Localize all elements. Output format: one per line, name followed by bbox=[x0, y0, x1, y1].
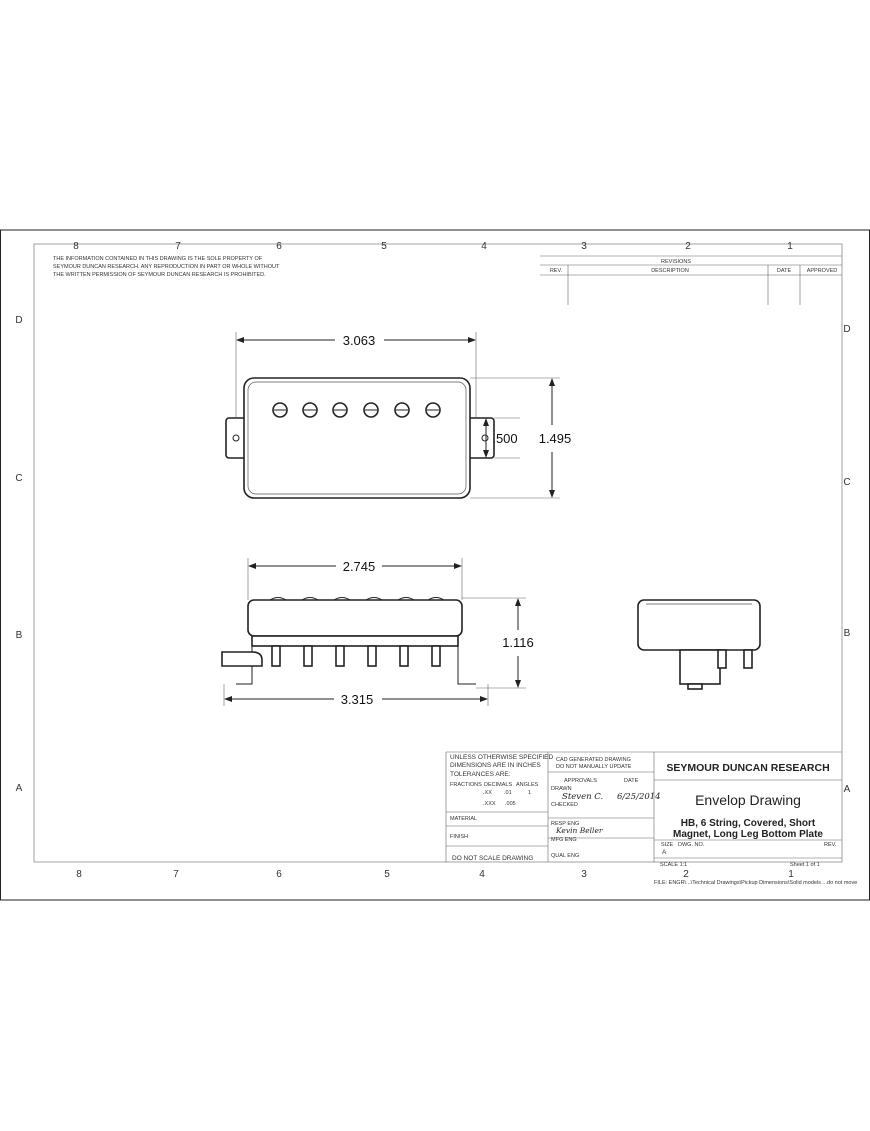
finish-label: FINISH bbox=[450, 834, 468, 840]
top-view: 3.063 1.495 .500 bbox=[225, 332, 572, 499]
tol-angle-val: 1 bbox=[528, 790, 531, 796]
zone-row: C bbox=[843, 477, 850, 488]
approvals-label: APPROVALS bbox=[564, 778, 597, 784]
side-view bbox=[637, 599, 761, 690]
scale-label: SCALE 1:1 bbox=[660, 862, 687, 868]
dim-top-width: 3.063 bbox=[343, 333, 376, 348]
drawn-label: DRAWN bbox=[551, 786, 572, 792]
zone-col: 8 bbox=[73, 241, 79, 252]
mfg-eng-label: MFG ENG bbox=[551, 837, 577, 843]
tol-xxx: .XXX bbox=[483, 801, 496, 807]
approvals-date-label: DATE bbox=[624, 778, 639, 784]
description-line1: HB, 6 String, Covered, Short bbox=[681, 818, 816, 829]
proprietary-notice: THE INFORMATION CONTAINED IN THIS DRAWIN… bbox=[53, 256, 280, 278]
mount-hole bbox=[481, 434, 489, 442]
zone-row: A bbox=[844, 784, 851, 795]
size-label: SIZE bbox=[661, 842, 674, 848]
dim-front-total-width: 3.315 bbox=[341, 692, 374, 707]
cad-line2: DO NOT MANUALLY UPDATE bbox=[556, 764, 632, 770]
zone-col: 1 bbox=[787, 241, 793, 252]
zone-row: D bbox=[843, 324, 850, 335]
sheet-label: Sheet 1 of 1 bbox=[790, 862, 820, 868]
revisions-table: REVISIONS REV. DESCRIPTION DATE APPROVED bbox=[540, 255, 842, 305]
zone-row: B bbox=[844, 628, 851, 639]
dim-front-height: 1.116 bbox=[502, 635, 534, 650]
tol-line1: UNLESS OTHERWISE SPECIFIED bbox=[450, 754, 553, 761]
company-name: SEYMOUR DUNCAN RESEARCH bbox=[666, 762, 829, 774]
size-value: A bbox=[662, 849, 667, 856]
notice-line: SEYMOUR DUNCAN RESEARCH. ANY REPRODUCTIO… bbox=[53, 264, 280, 270]
zone-col: 4 bbox=[481, 241, 487, 252]
drawing-frame bbox=[33, 243, 843, 863]
title-block: UNLESS OTHERWISE SPECIFIED DIMENSIONS AR… bbox=[445, 751, 857, 886]
file-path: FILE: ENGR\...\Technical Drawings\Pickup… bbox=[654, 880, 857, 886]
material-label: MATERIAL bbox=[450, 816, 477, 822]
zone-rows: D C B A D C B A bbox=[15, 315, 850, 795]
front-view: 2.745 1.116 3.315 bbox=[221, 558, 534, 707]
dim-tab-height: .500 bbox=[492, 431, 517, 446]
pole-pieces bbox=[272, 402, 441, 418]
zone-col: 7 bbox=[173, 869, 179, 880]
drawn-date: 6/25/2014 bbox=[617, 792, 661, 802]
zone-row: C bbox=[15, 473, 22, 484]
zone-columns-bottom: 8 7 6 5 4 3 2 1 bbox=[76, 869, 794, 880]
cad-line1: CAD GENERATED DRAWING bbox=[556, 757, 631, 763]
zone-col: 7 bbox=[175, 241, 181, 252]
zone-col: 6 bbox=[276, 869, 282, 880]
dim-top-height: 1.495 bbox=[539, 431, 572, 446]
zone-col: 3 bbox=[581, 241, 587, 252]
dwg-no-label: DWG. NO. bbox=[678, 842, 705, 848]
zone-row: A bbox=[16, 783, 23, 794]
screws bbox=[271, 645, 441, 667]
resp-eng-name: Kevin Beller bbox=[555, 826, 603, 835]
zone-row: D bbox=[15, 315, 22, 326]
zone-col: 8 bbox=[76, 869, 82, 880]
zone-col: 6 bbox=[276, 241, 282, 252]
tol-xx: .XX bbox=[483, 790, 492, 796]
zone-columns-top: 8 7 6 5 4 3 2 1 bbox=[73, 241, 793, 252]
description-line2: Magnet, Long Leg Bottom Plate bbox=[673, 829, 823, 840]
qual-eng-label: QUAL ENG bbox=[551, 853, 579, 859]
revisions-title: REVISIONS bbox=[661, 259, 691, 265]
zone-col: 2 bbox=[683, 869, 689, 880]
zone-col: 4 bbox=[479, 869, 485, 880]
zone-col: 1 bbox=[788, 869, 794, 880]
description-header: DESCRIPTION bbox=[651, 268, 689, 274]
tol-line2: DIMENSIONS ARE IN INCHES bbox=[450, 762, 541, 769]
drawing-type: Envelop Drawing bbox=[695, 792, 801, 808]
approved-header: APPROVED bbox=[807, 268, 838, 274]
zone-row: B bbox=[16, 630, 23, 641]
rev-header: REV. bbox=[550, 268, 563, 274]
no-scale-note: DO NOT SCALE DRAWING bbox=[452, 855, 533, 862]
date-header: DATE bbox=[777, 268, 792, 274]
tol-line3: TOLERANCES ARE: bbox=[450, 771, 511, 778]
tol-angles: ANGLES bbox=[516, 782, 539, 788]
rev-label: REV. bbox=[824, 842, 837, 848]
tol-xxx-val: .005 bbox=[505, 801, 516, 807]
checked-label: CHECKED bbox=[551, 802, 578, 808]
zone-col: 3 bbox=[581, 869, 587, 880]
mount-hole bbox=[232, 434, 240, 442]
drawn-by: Steven C. bbox=[562, 792, 603, 802]
resp-eng-label: RESP ENG bbox=[551, 821, 579, 827]
zone-col: 5 bbox=[384, 869, 390, 880]
tol-decimals: DECIMALS bbox=[484, 782, 512, 788]
tol-xx-val: .01 bbox=[504, 790, 512, 796]
tol-fractions: FRACTIONS bbox=[450, 782, 482, 788]
notice-line: THE INFORMATION CONTAINED IN THIS DRAWIN… bbox=[53, 256, 263, 262]
zone-col: 5 bbox=[381, 241, 387, 252]
zone-col: 2 bbox=[685, 241, 691, 252]
notice-line: THE WRITTEN PERMISSION OF SEYMOUR DUNCAN… bbox=[53, 272, 266, 278]
dim-front-cover-width: 2.745 bbox=[343, 559, 376, 574]
